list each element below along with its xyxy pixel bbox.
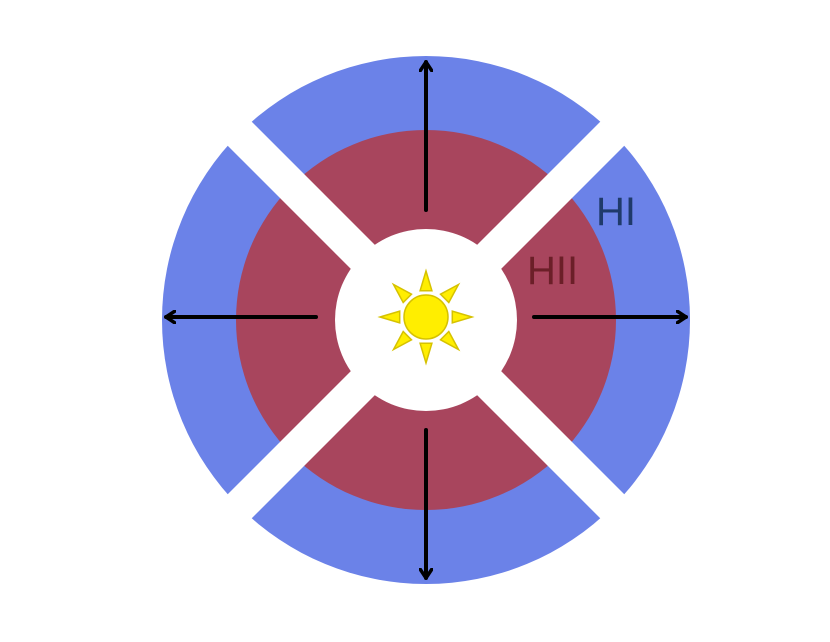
- sun-ray: [391, 330, 413, 352]
- sun-ray: [439, 330, 461, 352]
- sun-ray: [419, 268, 433, 292]
- sun-ray: [377, 310, 401, 324]
- expansion-arrows: [164, 60, 688, 580]
- label-hi: HI: [596, 190, 636, 234]
- sun-ray: [439, 282, 461, 304]
- sun-icon: [377, 268, 475, 366]
- sun-ray: [391, 282, 413, 304]
- sun-ray: [419, 342, 433, 366]
- label-hii: HII: [527, 249, 578, 293]
- sun-ray: [451, 310, 475, 324]
